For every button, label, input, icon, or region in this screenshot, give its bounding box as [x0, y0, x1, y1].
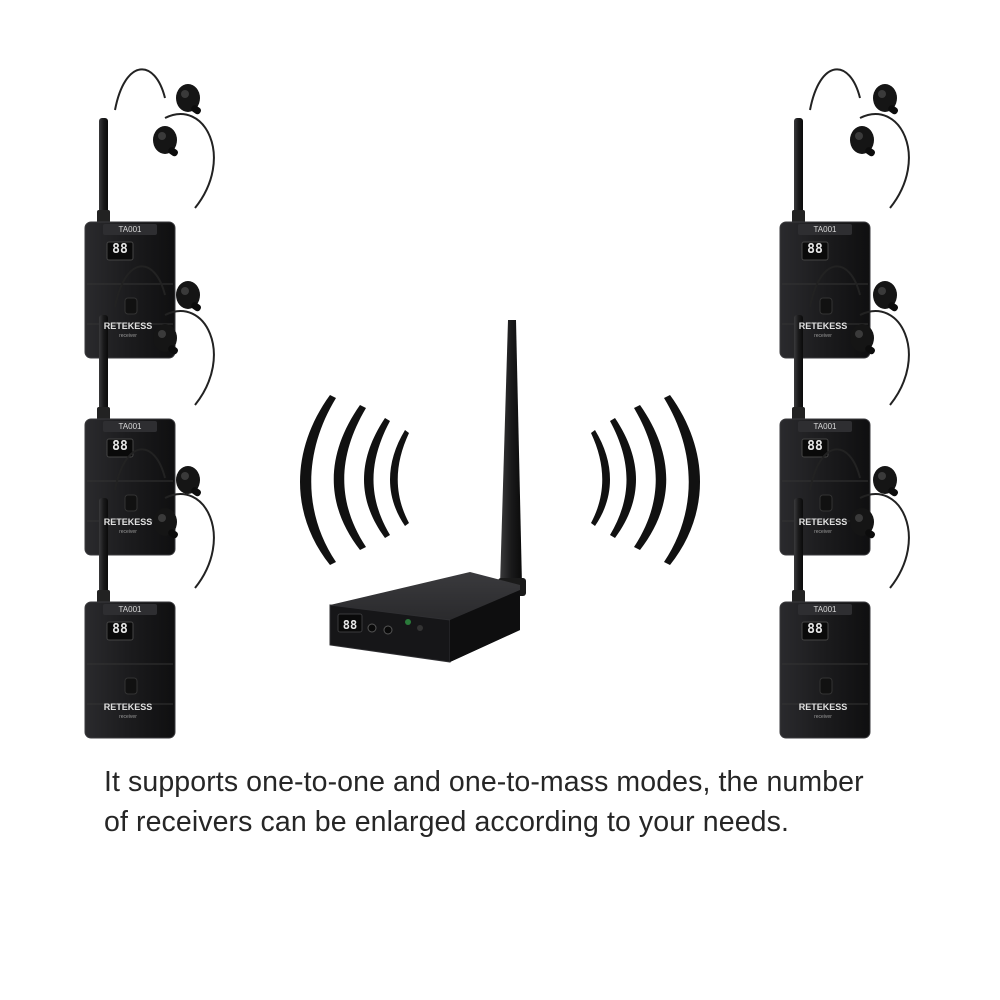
brand-logo: RETEKESS: [799, 517, 848, 527]
product-word: receiver: [814, 529, 832, 535]
brand-labels: RETEKESS RETEKESS RETEKESS RETEKESS RETE…: [104, 321, 848, 712]
display-digits: 88: [807, 439, 823, 454]
model-label: TA001: [814, 225, 838, 234]
caption: It supports one-to-one and one-to-mass m…: [104, 762, 964, 842]
transmitter-antenna: [500, 320, 522, 585]
caption-line-1: It supports one-to-one and one-to-mass m…: [104, 766, 864, 798]
brand-logo: RETEKESS: [104, 702, 153, 712]
receiver-displays: 88 88 88 88 88 88: [112, 242, 823, 637]
signal-waves-left: [300, 395, 409, 565]
brand-logo: RETEKESS: [104, 517, 153, 527]
signal-waves-right: [591, 395, 700, 565]
product-scene: TA001 TA001 TA001 TA001 TA001 TA001 88 8…: [84, 68, 910, 739]
brand-logo: RETEKESS: [799, 702, 848, 712]
product-word: receiver: [119, 333, 137, 339]
display-digits: 88: [112, 242, 128, 257]
product-word: receiver: [814, 714, 832, 720]
display-digits: 88: [112, 439, 128, 454]
receiver-labels: TA001 TA001 TA001 TA001 TA001 TA001: [119, 225, 838, 614]
display-digits: 88: [807, 622, 823, 637]
model-label: TA001: [814, 605, 838, 614]
product-word: receiver: [119, 529, 137, 535]
brand-logo: RETEKESS: [104, 321, 153, 331]
display-digits: 88: [807, 242, 823, 257]
product-word-labels: receiver receiver receiver receiver rece…: [119, 333, 832, 720]
product-word: receiver: [814, 333, 832, 339]
brand-logo: RETEKESS: [799, 321, 848, 331]
model-label: TA001: [814, 422, 838, 431]
transmitter: 88: [329, 320, 526, 663]
transmitter-display: 88: [343, 618, 357, 632]
model-label: TA001: [119, 605, 143, 614]
caption-line-2: of receivers can be enlarged according t…: [104, 806, 789, 838]
display-digits: 88: [112, 622, 128, 637]
product-word: receiver: [119, 714, 137, 720]
model-label: TA001: [119, 422, 143, 431]
model-label: TA001: [119, 225, 143, 234]
